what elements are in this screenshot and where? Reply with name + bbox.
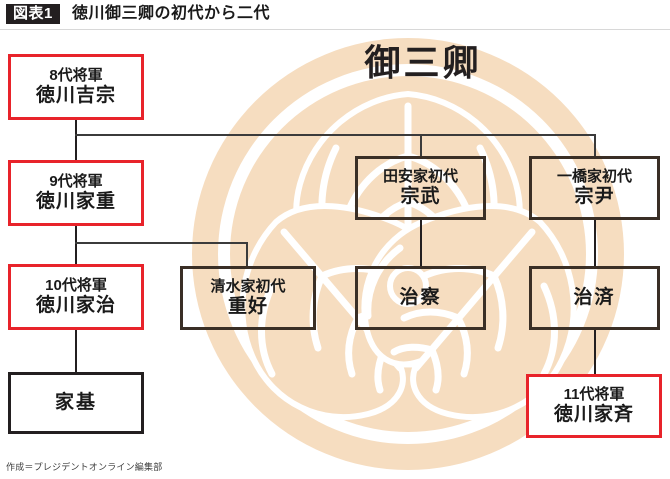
node-title-line: 9代将軍: [49, 172, 103, 190]
node-title-line: 一橋家初代: [556, 167, 632, 185]
node-tokugawa-ieshige[interactable]: 9代将軍 徳川家重: [8, 160, 144, 226]
node-tokugawa-ienari[interactable]: 11代将軍 徳川家斉: [526, 374, 662, 438]
node-name-line: 徳川吉宗: [35, 84, 116, 106]
node-name-line: 重好: [227, 295, 268, 317]
node-hitotsubashi-munetada[interactable]: 一橋家初代 宗尹: [529, 156, 660, 220]
connector-yoshimune-to-ieshige: [75, 120, 77, 162]
node-title-line: 11代将軍: [563, 385, 625, 403]
node-name-line: 徳川家斉: [553, 403, 634, 425]
node-name-line: 徳川家重: [35, 190, 116, 212]
connector-branch-to-shimizu: [246, 242, 248, 266]
node-name-line: 治済: [573, 287, 616, 309]
connector-branch-to-tayasu: [420, 134, 422, 156]
connector-ieshige-to-ieharu: [75, 226, 77, 266]
connector-harusada-to-ienari: [594, 330, 596, 374]
connector-yoshimune-branch-horizontal: [75, 134, 596, 136]
connector-hitotsubashi-to-harusada: [594, 220, 596, 266]
figure-title: 徳川御三卿の初代から二代: [72, 5, 271, 22]
figure-number-badge: 図表1: [6, 4, 60, 24]
crest-title: 御三卿: [364, 43, 482, 84]
node-name-line: 治察: [399, 287, 442, 309]
node-tokugawa-yoshimune[interactable]: 8代将軍 徳川吉宗: [8, 54, 144, 120]
figure-header: 図表1 徳川御三卿の初代から二代: [0, 0, 670, 30]
node-name-line: 宗武: [400, 185, 441, 207]
node-shimizu-shigeyoshi[interactable]: 清水家初代 重好: [180, 266, 316, 330]
node-harusada[interactable]: 治済: [529, 266, 660, 330]
connector-ieshige-branch-horizontal: [75, 242, 248, 244]
header-divider: [0, 29, 670, 30]
node-name-line: 徳川家治: [35, 294, 116, 316]
figure-credit: 作成＝プレジデントオンライン編集部: [6, 462, 163, 472]
node-title-line: 10代将軍: [45, 276, 107, 294]
node-name-line: 宗尹: [574, 185, 615, 207]
node-title-line: 8代将軍: [49, 66, 103, 84]
node-iemoto[interactable]: 家基: [8, 372, 144, 434]
connector-branch-to-hitotsubashi: [594, 134, 596, 156]
connector-tayasu-to-harusada-tayasu: [420, 220, 422, 266]
node-title-line: 清水家初代: [210, 277, 286, 295]
node-tokugawa-ieharu[interactable]: 10代将軍 徳川家治: [8, 264, 144, 330]
node-title-line: 田安家初代: [382, 167, 458, 185]
node-name-line: 家基: [54, 392, 97, 414]
connector-ieharu-to-iemoto: [75, 330, 77, 372]
node-harusada-tayasu[interactable]: 治察: [355, 266, 486, 330]
node-tayasu-munetake[interactable]: 田安家初代 宗武: [355, 156, 486, 220]
